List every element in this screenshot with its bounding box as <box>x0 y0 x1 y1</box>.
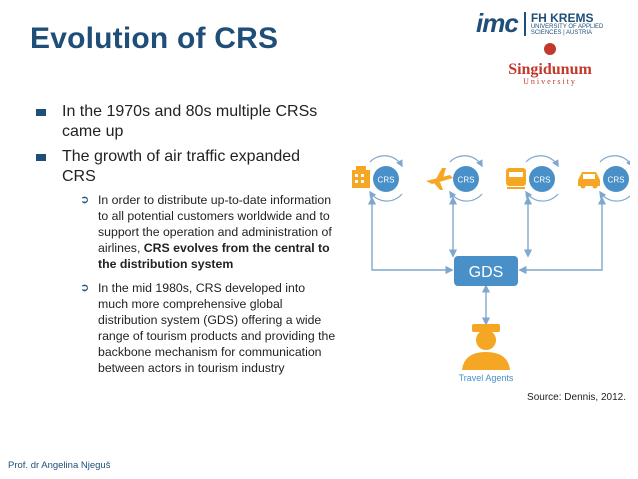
airplane-icon <box>426 168 453 190</box>
crs-circle <box>373 166 399 192</box>
sub-bullet-text: In order to distribute up-to-date inform… <box>98 192 336 272</box>
crs-label: CRS <box>608 176 625 185</box>
crs-group-airplane: CRS <box>426 155 483 202</box>
slide-title: Evolution of CRS <box>30 22 279 55</box>
gds-label: GDS <box>469 264 504 281</box>
bullet-text: In the 1970s and 80s multiple CRSs came … <box>62 103 318 140</box>
crs-circle <box>453 166 479 192</box>
fh-line1: UNIVERSITY OF APPLIED <box>530 23 604 30</box>
square-bullet-icon <box>36 154 46 161</box>
slide-content: In the 1970s and 80s multiple CRSs came … <box>36 102 336 384</box>
sub-bullet-plain: In order to distribute up-to-date inform… <box>98 193 332 255</box>
crs-circle <box>603 166 629 192</box>
travel-agents-label: Travel Agents <box>459 373 514 383</box>
imc-logo: imc <box>476 8 519 38</box>
seal-icon <box>544 43 556 55</box>
crs-group-car: CRS <box>578 155 630 202</box>
gds-box <box>454 256 518 286</box>
crs-group-train: CRS <box>506 155 559 202</box>
footer-author: Prof. dr Angelina Njeguš <box>8 460 111 471</box>
singidunum-logo: Singidunum University <box>476 43 624 86</box>
bullet-2: The growth of air traffic expanded CRS <box>36 147 336 187</box>
hotel-icon <box>352 166 370 188</box>
crs-circle <box>529 166 555 192</box>
bullet-1: In the 1970s and 80s multiple CRSs came … <box>36 102 336 142</box>
fh-title: FH KREMS <box>530 10 594 25</box>
singidunum-sub: University <box>523 77 577 86</box>
crs-label: CRS <box>378 176 395 185</box>
train-icon <box>506 168 526 189</box>
car-icon <box>578 172 600 189</box>
arrow-bullet-icon: ➲ <box>80 194 90 206</box>
sub-bullet-bold: CRS evolves from the central to the dist… <box>98 241 330 271</box>
travel-agent-icon <box>462 324 510 370</box>
connector-lines <box>367 196 607 326</box>
source-caption: Source: Dennis, 2012. <box>527 392 626 403</box>
bullet-text: The growth of air traffic expanded CRS <box>62 148 301 185</box>
arrow-bullet-icon: ➲ <box>80 282 90 294</box>
fh-krems-logo: FH KREMS UNIVERSITY OF APPLIED SCIENCES … <box>523 10 604 36</box>
gds-diagram: CRS CRS CRS CRS <box>352 155 630 383</box>
sub-bullet-2: ➲ In the mid 1980s, CRS developed into m… <box>80 280 336 376</box>
crs-label: CRS <box>458 176 475 185</box>
logos: imc FH KREMS UNIVERSITY OF APPLIED SCIEN… <box>476 8 624 86</box>
crs-group-hotel: CRS <box>352 155 403 202</box>
fh-line2: SCIENCES | AUSTRIA <box>530 29 593 36</box>
crs-label: CRS <box>534 176 551 185</box>
sub-bullet-text: In the mid 1980s, CRS developed into muc… <box>98 281 336 375</box>
imc-fh-logo: imc FH KREMS UNIVERSITY OF APPLIED SCIEN… <box>476 8 624 39</box>
singidunum-name: Singidunum <box>508 61 592 78</box>
sub-bullet-1: ➲ In order to distribute up-to-date info… <box>80 192 336 272</box>
square-bullet-icon <box>36 109 46 116</box>
